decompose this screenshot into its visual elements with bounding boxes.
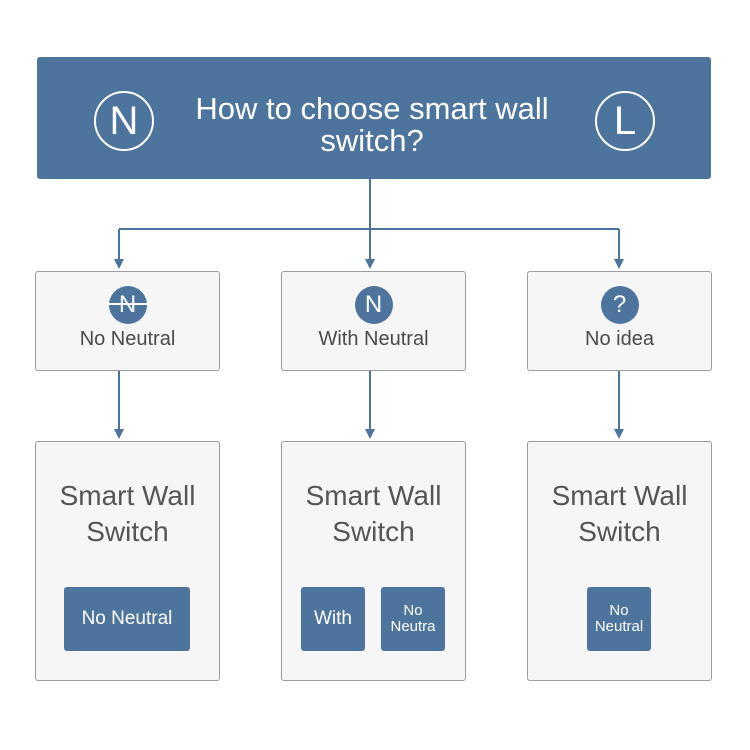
choice-with-neutral: N With Neutral <box>281 271 466 371</box>
tile-label: No Neutral <box>81 608 173 629</box>
tile-label-line2: Neutra <box>390 618 436 635</box>
choice-label: With Neutral <box>318 328 429 350</box>
product-card-no-idea: Smart Wall Switch No Neutral <box>527 441 712 681</box>
neutral-badge-icon: N <box>354 286 393 324</box>
tile-label: With <box>314 608 352 629</box>
no-neutral-switch-tile: No Neutra <box>381 587 445 651</box>
choice-label: No idea <box>585 328 654 350</box>
strike-through-mark <box>106 303 149 305</box>
no-neutral-switch-tile: No Neutral <box>587 587 651 651</box>
live-circle-icon: L <box>595 91 655 151</box>
tile-label-line2: Neutral <box>594 618 644 635</box>
product-title: Smart Wall Switch <box>59 480 196 547</box>
choice-label: No Neutral <box>79 328 176 350</box>
choice-no-idea: ? No idea <box>527 271 712 371</box>
neutral-badge-icon: N <box>108 286 147 324</box>
header-title: How to choose smart wall switch? <box>195 91 549 158</box>
product-title: Smart Wall Switch <box>551 480 688 547</box>
product-card-with-neutral: Smart Wall Switch With No Neutra <box>281 441 466 681</box>
no-neutral-switch-tile: No Neutral <box>64 587 190 651</box>
tile-label-line1: No <box>609 602 629 619</box>
tile-label-line1: No <box>403 602 423 619</box>
question-badge-icon: ? <box>600 286 639 324</box>
choice-no-neutral: N No Neutral <box>35 271 220 371</box>
with-neutral-switch-tile: With <box>301 587 365 651</box>
product-title: Smart Wall Switch <box>305 480 442 547</box>
neutral-circle-icon: N <box>94 91 154 151</box>
product-card-no-neutral: Smart Wall Switch No Neutral <box>35 441 220 681</box>
